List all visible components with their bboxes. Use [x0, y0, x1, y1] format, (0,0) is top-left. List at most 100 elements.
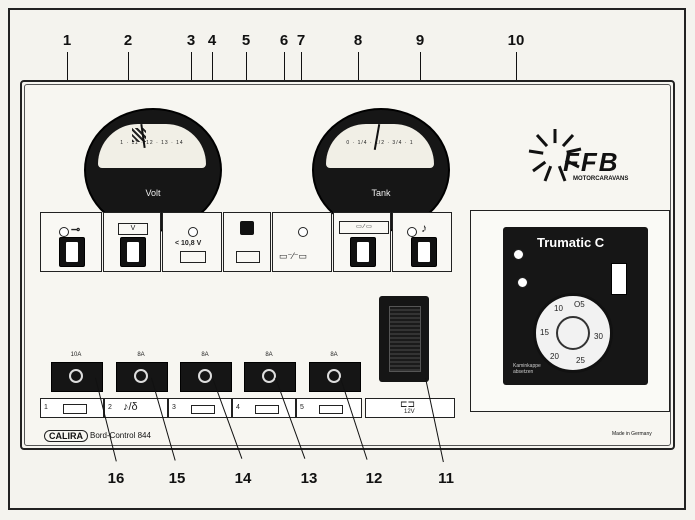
model-name: Bord-Control 844	[90, 431, 151, 440]
fuse-label-4: 4	[232, 398, 296, 418]
mode-switch[interactable]	[611, 263, 627, 295]
thermostat-dial[interactable]: O5 10 15 20 25 30	[533, 293, 613, 373]
switch-11-module	[379, 296, 429, 382]
fuse-1[interactable]	[51, 362, 103, 392]
dial-center	[556, 316, 590, 350]
battery-icon	[180, 251, 206, 263]
tank-gauge: 0 · 1/4 · 1/2 · 3/4 · 1 Tank	[312, 108, 450, 232]
fuse-label-2: 2 ♪/δ	[104, 398, 168, 418]
callout-9: 9	[415, 32, 425, 49]
tank-label: Tank	[371, 188, 391, 198]
volt-gauge: 1 · 11 · 12 · 13 · 14 Volt	[84, 108, 222, 232]
low-voltage-led	[188, 227, 198, 237]
figure-frame	[8, 8, 686, 510]
fuse-3[interactable]	[180, 362, 232, 392]
connection-icon: ▭⁻⁄⁻▭	[279, 251, 308, 261]
switch-11-label: ⊏⊐ 12V	[365, 398, 455, 418]
fuse-label-3-num: 3	[172, 404, 176, 411]
switch-5-module	[223, 212, 271, 272]
switch-11-rocker[interactable]	[389, 306, 421, 372]
callout-3: 3	[186, 32, 196, 49]
fuse-1-amp: 10A	[70, 352, 82, 358]
fuse-5-amp: 8A	[330, 352, 338, 358]
dial-mark-15: 15	[540, 328, 549, 337]
volt-label: Volt	[145, 188, 161, 198]
callout-2: 2	[123, 32, 133, 49]
callout-5: 5	[241, 32, 251, 49]
switch-9-rocker[interactable]	[411, 237, 437, 267]
fuse-label-1-num: 1	[44, 404, 48, 411]
fuse-label-3: 3	[168, 398, 232, 418]
trumatic-brand: Trumatic C	[537, 235, 605, 250]
switch-9-led	[407, 227, 417, 237]
tank-needle	[373, 124, 381, 150]
light-icon	[63, 404, 87, 414]
maker-logo: CALIRA	[44, 430, 88, 442]
volt-scale: 1 · 11 · 12 · 13 · 14	[120, 140, 184, 146]
callout-14: 14	[234, 470, 252, 487]
fuse-3-amp: 8A	[201, 352, 209, 358]
made-in: Made in Germany	[612, 431, 652, 437]
dial-mark-25: 25	[576, 356, 585, 365]
callout-8: 8	[353, 32, 363, 49]
circuit-3-icon	[191, 405, 215, 414]
volt-gauge-face	[98, 123, 206, 168]
callout-12: 12	[365, 470, 383, 487]
fuse-4[interactable]	[244, 362, 296, 392]
battery-v-icon: V	[118, 223, 148, 235]
tank-gauge-face	[326, 124, 434, 168]
tank-scale: 0 · 1/4 · 1/2 · 3/4 · 1	[346, 140, 414, 146]
switch-3-rocker[interactable]	[120, 237, 146, 267]
switch-1-led	[59, 227, 69, 237]
dial-mark-10: 10	[554, 304, 563, 313]
fuse-label-1: 1	[40, 398, 104, 418]
pump-light-icon: ♪/δ	[123, 401, 138, 413]
switch-7-rocker[interactable]	[350, 237, 376, 267]
tank-select-icon: ▭ ∕ ▭	[339, 221, 389, 234]
callout-13: 13	[300, 470, 318, 487]
callout-6: 6	[279, 32, 289, 49]
callout-1: 1	[62, 32, 72, 49]
charge-indicator-icon	[240, 221, 254, 235]
fuse-2[interactable]	[116, 362, 168, 392]
sun-burst-icon	[528, 129, 582, 182]
fuse-label-5-num: 5	[300, 404, 304, 411]
switch-4-module: < 10,8 V	[162, 212, 222, 272]
callout-15: 15	[168, 470, 186, 487]
fuse-label-4-num: 4	[236, 404, 240, 411]
switch-9-module: ♪	[392, 212, 452, 272]
heater-led-2	[517, 277, 528, 288]
dial-mark-o5: O5	[574, 300, 585, 309]
socket-icon: ⊏⊐	[400, 399, 416, 409]
fuse-5[interactable]	[309, 362, 361, 392]
heater-led-1	[513, 249, 524, 260]
tap-icon: ♪	[421, 221, 427, 235]
switch-6-module: ▭⁻⁄⁻▭	[272, 212, 332, 272]
panel-inner-border	[24, 84, 671, 446]
callout-10: 10	[507, 32, 525, 49]
low-voltage-label: < 10,8 V	[175, 240, 202, 247]
fuse-2-amp: 8A	[137, 352, 145, 358]
fuse-4-amp: 8A	[265, 352, 273, 358]
callout-11: 11	[438, 470, 454, 487]
fuse-label-5: 5	[296, 398, 362, 418]
trumatic-note: Kaminkappe absetzen	[513, 363, 541, 375]
switch-11-voltage: 12V	[404, 409, 415, 415]
switch-6-led	[298, 227, 308, 237]
callout-4: 4	[207, 32, 217, 49]
switch-1-module: ⊸	[40, 212, 102, 272]
circuit-4-icon	[255, 405, 279, 414]
fuse-label-2-num: 2	[108, 404, 112, 411]
switch-3-module: V	[103, 212, 161, 272]
dial-mark-30: 30	[594, 332, 603, 341]
brand-logo: FFB MOTORCARAVANS	[525, 125, 655, 185]
brand-sub: MOTORCARAVANS	[573, 176, 629, 182]
charge-battery-icon	[236, 251, 260, 263]
switch-7-module: ▭ ∕ ▭	[333, 212, 391, 272]
switch-1-rocker[interactable]	[59, 237, 85, 267]
circuit-5-icon	[319, 405, 343, 414]
brand-name: FFB	[563, 147, 620, 177]
pump-icon: ⊸	[71, 224, 81, 236]
dial-mark-20: 20	[550, 352, 559, 361]
callout-7: 7	[296, 32, 306, 49]
